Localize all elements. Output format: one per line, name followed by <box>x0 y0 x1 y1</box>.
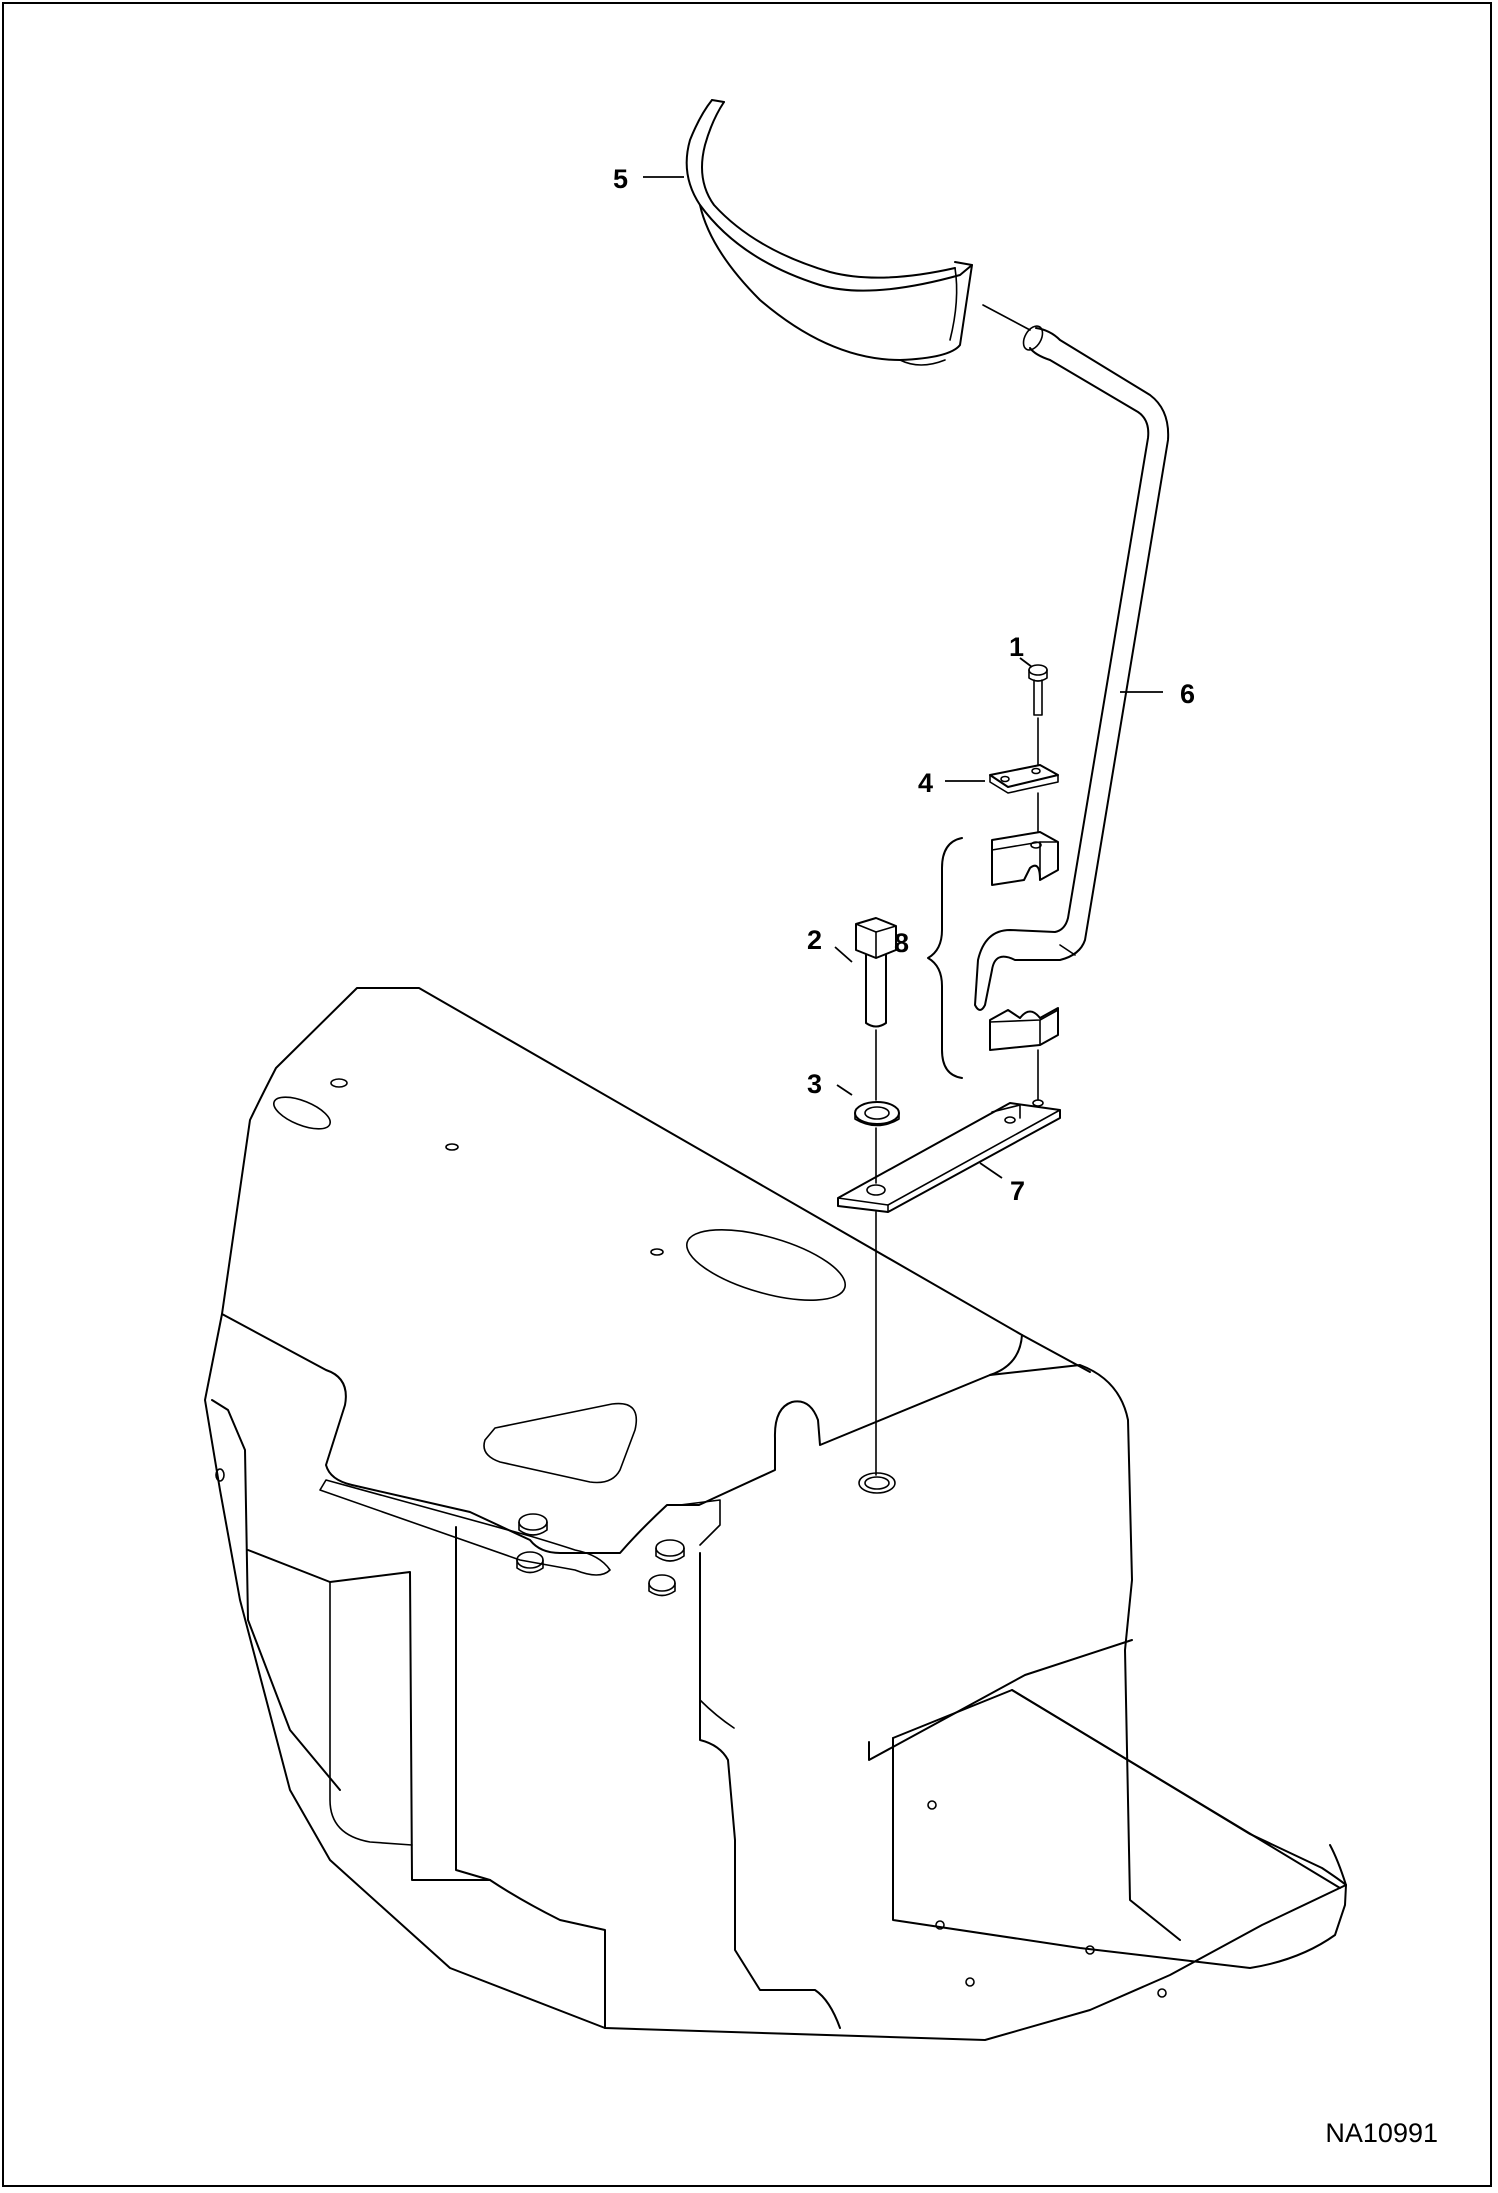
part-3-washer <box>854 1101 900 1127</box>
machine-chassis <box>204 987 1347 2041</box>
callout-5: 5 <box>613 164 628 194</box>
callout-8: 8 <box>894 928 909 958</box>
part-1-bolt <box>1028 664 1048 716</box>
part-8-clamp-group <box>927 831 1059 1079</box>
callout-4: 4 <box>918 768 933 798</box>
leader-lines <box>643 176 1163 1179</box>
assembly-lines <box>875 304 1039 1476</box>
callout-1: 1 <box>1009 632 1024 662</box>
callout-3: 3 <box>807 1069 822 1099</box>
callout-6: 6 <box>1180 679 1195 709</box>
part-7-long-plate <box>837 1099 1061 1213</box>
callout-2: 2 <box>807 925 822 955</box>
part-2-hex-bolt <box>855 917 897 1028</box>
part-6-handle-rod <box>974 325 1170 1011</box>
reference-code: NA10991 <box>1325 2118 1438 2148</box>
frame-bolt-left <box>516 1513 548 1574</box>
part-4-plate <box>989 764 1059 794</box>
part-5-mirror <box>685 99 973 366</box>
callout-7: 7 <box>1010 1176 1025 1206</box>
frame-bolt-right <box>648 1539 685 1597</box>
